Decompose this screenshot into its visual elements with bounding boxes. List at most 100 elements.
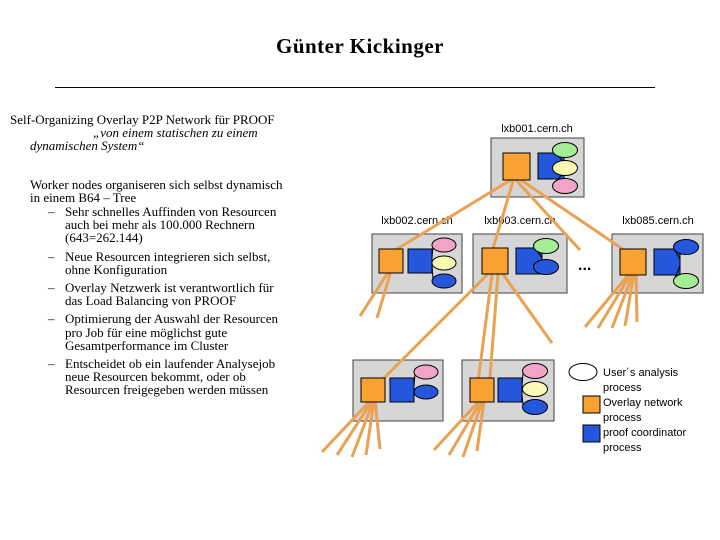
connector-line — [373, 399, 382, 450]
bullet-line: pro Job für eine möglichst gute — [65, 324, 228, 340]
legend-user-label2: process — [603, 382, 642, 394]
legend-overlay-label: Overlay network — [603, 397, 683, 409]
analysis-process-ellipse — [413, 364, 439, 380]
bullet-marker: – — [48, 204, 55, 219]
legend-proof-label: proof coordinator — [603, 427, 686, 439]
analysis-process-ellipse — [533, 259, 559, 275]
overlay-network-square-icon — [582, 395, 601, 414]
bullet-line: ohne Konfiguration — [65, 261, 168, 277]
connector-line — [498, 269, 554, 344]
analysis-process-ellipse — [522, 381, 548, 397]
node-bottom-right — [461, 359, 555, 422]
bullet-line: Sehr schnelles Auffinden von Resourcen — [65, 204, 277, 219]
bullet-line: auch bei mehr als 100.000 Rechnern — [65, 217, 255, 233]
intro-line: Worker nodes organiseren sich selbst dyn… — [30, 177, 283, 192]
bullet-list: – Sehr schnelles Auffinden von Resourcen… — [48, 205, 278, 402]
connector-line — [391, 176, 515, 254]
bullet-text: Neue Resourcen integrieren sich selbst, … — [65, 249, 270, 277]
connector-line — [375, 270, 393, 319]
proof-coordinator-square — [497, 377, 523, 403]
bullet-marker: – — [48, 248, 55, 264]
bullet-line: (643=262.144) — [65, 230, 143, 246]
connector-line — [490, 177, 516, 253]
analysis-process-ellipse — [413, 384, 439, 400]
connector-line — [514, 178, 582, 252]
connector-lines — [320, 176, 639, 458]
process-link-line — [431, 246, 434, 259]
analysis-process-ellipse — [431, 255, 457, 271]
connector-line — [335, 400, 374, 456]
overlay-network-square — [378, 248, 404, 274]
bullet-line: Entscheidet ob ein laufender Analysejob — [65, 356, 276, 372]
bullet-marker: – — [48, 311, 55, 327]
connector-line — [461, 401, 484, 458]
overlay-network-square — [469, 377, 495, 403]
bullet-item: – Overlay Netzwerk ist verantwortlich fü… — [48, 280, 278, 309]
process-link-line — [521, 372, 524, 387]
legend-proof-label2: process — [603, 442, 642, 454]
connector-line — [364, 400, 376, 456]
bullet-line: Gesamtperformance im Cluster — [65, 337, 229, 353]
bullet-line: Overlay Netzwerk ist verantwortlich für — [65, 280, 274, 296]
connector-line — [432, 398, 482, 452]
overlay-network-square — [360, 377, 386, 403]
tree-ellipsis: ... — [578, 257, 591, 274]
node-bottom-left — [352, 359, 444, 422]
overlay-network-square — [502, 152, 531, 181]
intro-paragraph: Worker nodes organiseren sich selbst dyn… — [30, 177, 283, 206]
node-label-lxb002: lxb002.cern.ch — [381, 215, 453, 227]
analysis-process-ellipse — [673, 273, 699, 289]
connector-line — [350, 401, 375, 458]
legend: User´s analysis process Overlay network … — [568, 363, 686, 454]
bullet-text: Entscheidet ob ein laufender Analysejob … — [65, 357, 275, 397]
connector-line — [583, 272, 632, 328]
analysis-process-ellipse — [431, 273, 457, 289]
bullet-item: – Optimierung der Auswahl der Resourcen … — [48, 312, 278, 352]
connector-line — [320, 398, 373, 454]
intro-line: in einem B64 – Tree — [30, 190, 137, 206]
connector-line — [623, 272, 636, 327]
bullet-item: – Neue Resourcen integrieren sich selbst… — [48, 248, 278, 277]
bullet-item: – Sehr schnelles Auffinden von Resourcen… — [48, 205, 278, 245]
user-analysis-ellipse-icon — [568, 363, 598, 381]
title-divider — [55, 87, 655, 88]
analysis-process-ellipse — [552, 142, 578, 158]
connector-line — [610, 273, 635, 329]
analysis-process-ellipse — [552, 178, 578, 194]
connector-line — [596, 273, 633, 329]
bullet-text: Overlay Netzwerk ist verantwortlich für … — [65, 280, 274, 309]
node-label-lxb001: lxb001.cern.ch — [501, 123, 573, 135]
connector-line — [517, 176, 631, 256]
bullet-line: Optimierung der Auswahl der Resourcen — [65, 311, 279, 327]
node-label-lxb085: lxb085.cern.ch — [622, 215, 694, 227]
overlay-network-square — [481, 247, 509, 275]
legend-overlay-label2: process — [603, 412, 642, 424]
process-link-line — [413, 373, 416, 387]
bullet-marker: – — [48, 280, 55, 296]
bullet-line: neue Resourcen bekommt, oder ob — [65, 369, 246, 385]
legend-user-label: User´s analysis — [603, 367, 679, 379]
connector-line — [368, 270, 492, 394]
bullet-marker: – — [48, 356, 55, 372]
proof-coordinator-square — [407, 248, 433, 274]
overlay-network-squares — [360, 152, 647, 403]
analysis-process-ellipse — [522, 363, 548, 379]
connector-line — [447, 400, 483, 456]
process-link-line — [521, 393, 524, 406]
slide-title: Günter Kickinger — [275, 34, 445, 58]
bullet-text: Sehr schnelles Auffinden von Resourcen a… — [65, 205, 276, 245]
proof-coordinator-square — [389, 377, 415, 403]
node-label-lxb003: lxb003.cern.ch — [484, 215, 556, 227]
bullet-item: – Entscheidet ob ein laufender Analysejo… — [48, 357, 278, 397]
bullet-line: Resourcen freigegeben werden müssen — [65, 382, 269, 398]
connector-line — [634, 271, 639, 323]
quote-line-2: dynamischen System“ — [30, 138, 145, 153]
analysis-process-ellipse — [431, 237, 457, 253]
analysis-process-ellipse — [673, 239, 699, 255]
intro-heading: Self-Organizing Overlay P2P Network für … — [10, 112, 275, 127]
bullet-line: das Load Balancing von PROOF — [65, 293, 237, 309]
analysis-process-ellipse — [552, 160, 578, 176]
connector-line — [475, 273, 494, 391]
